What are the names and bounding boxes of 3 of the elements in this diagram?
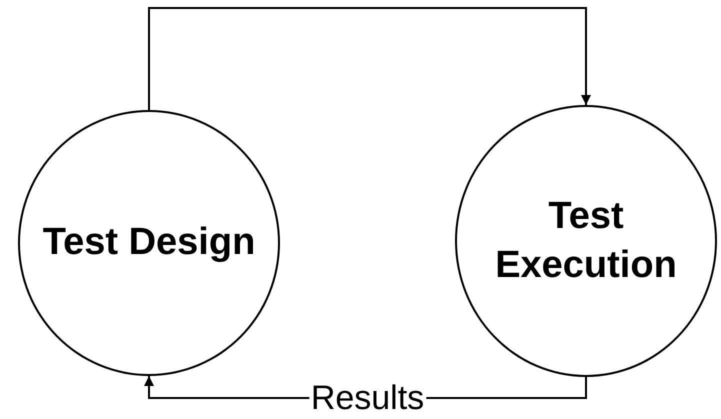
- node-label: Test Design: [42, 220, 256, 266]
- node-label: Test Execution: [494, 194, 678, 288]
- arrow: [148, 7, 591, 110]
